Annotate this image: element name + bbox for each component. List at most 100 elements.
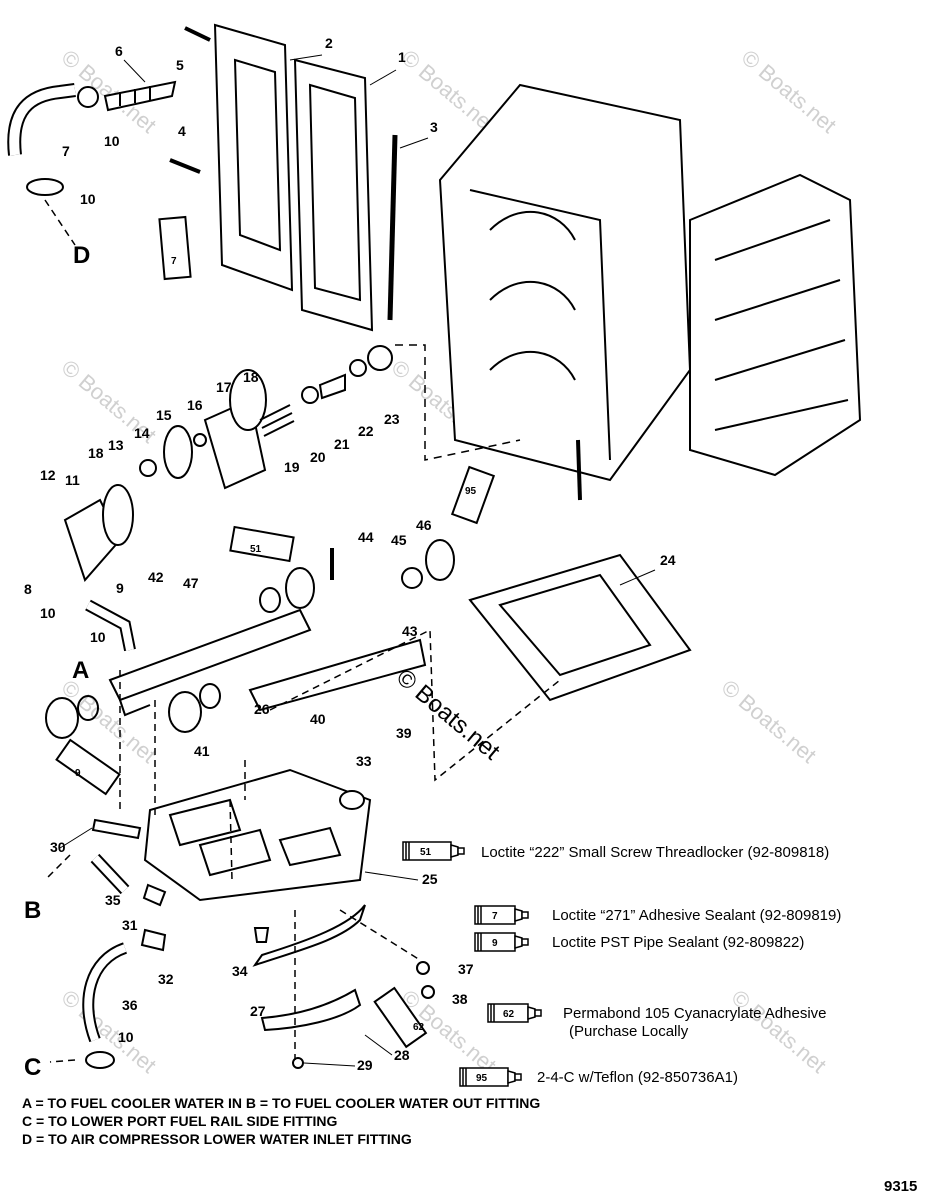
callout-10e: 10 xyxy=(118,1029,134,1045)
callout-3: 3 xyxy=(430,119,438,135)
legend-tube-label: 9 xyxy=(492,938,498,949)
callout-9: 9 xyxy=(116,580,124,596)
watermark: © Boats.net xyxy=(717,675,821,768)
callout-20: 20 xyxy=(310,449,326,465)
callout-35: 35 xyxy=(105,892,121,908)
washer-37 xyxy=(416,961,430,975)
tube-tag-7: 7 xyxy=(171,256,177,267)
callout-10c: 10 xyxy=(40,605,56,621)
tube-tag-95: 95 xyxy=(465,486,477,497)
legend-tube-7 xyxy=(474,905,529,925)
screw-29 xyxy=(292,1057,304,1069)
callout-11: 11 xyxy=(65,472,80,488)
legend-item-62: Permabond 105 Cyanacrylate Adhesive xyxy=(563,1005,827,1022)
callout-5: 5 xyxy=(176,57,184,73)
callout-18: 18 xyxy=(243,369,259,385)
tube-tag-9: 9 xyxy=(75,768,81,779)
bracket-47 xyxy=(108,608,312,702)
letter-b: B xyxy=(24,897,41,924)
tube-tag-51: 51 xyxy=(250,544,262,555)
legend-tube-label: 95 xyxy=(476,1073,488,1084)
legend-item-51: Loctite “222” Small Screw Threadlocker (… xyxy=(481,844,830,861)
engine-block xyxy=(438,83,692,482)
callout-42: 42 xyxy=(148,569,164,585)
letter-c: C xyxy=(24,1054,41,1081)
callout-31: 31 xyxy=(122,917,138,933)
crankcase-cover xyxy=(689,173,862,477)
callout-15: 15 xyxy=(156,407,172,423)
sealant-tube-9 xyxy=(55,738,121,796)
letter-a: A xyxy=(72,657,89,684)
legend-tube-label: 62 xyxy=(503,1009,515,1020)
legend-tube-95 xyxy=(459,1067,522,1087)
seal-strip-3 xyxy=(387,134,398,321)
callout-16: 16 xyxy=(187,397,203,413)
plug-34 xyxy=(253,927,270,943)
sealant-tube-51 xyxy=(229,525,295,563)
mount xyxy=(285,567,315,609)
clamp-10 xyxy=(77,86,99,108)
callout-41: 41 xyxy=(194,743,210,759)
watermark: © Boats.net xyxy=(57,985,161,1078)
callout-39: 39 xyxy=(396,725,412,741)
legend-tube-label: 7 xyxy=(492,911,498,922)
callout-10d: 10 xyxy=(90,629,106,645)
callout-23: 23 xyxy=(384,411,400,427)
callout-13: 13 xyxy=(108,437,124,453)
legend-item-62-note: (Purchase Locally xyxy=(569,1023,689,1040)
fitting-30 xyxy=(91,818,142,840)
callout-7: 7 xyxy=(62,143,70,159)
callout-17: 17 xyxy=(216,379,232,395)
fitting-32 xyxy=(140,928,167,952)
callout-10: 10 xyxy=(104,133,120,149)
connection-letters: D A B C xyxy=(24,242,90,1081)
seal-28 xyxy=(260,988,362,1032)
clamp-10-bottom xyxy=(85,1051,115,1069)
nut-38 xyxy=(421,985,435,999)
callout-8: 8 xyxy=(24,581,32,597)
mount xyxy=(45,697,79,739)
tube-tag-62: 62 xyxy=(413,1022,425,1033)
callout-33: 33 xyxy=(356,753,372,769)
watermark: © Boats.net xyxy=(727,985,831,1078)
callout-25: 25 xyxy=(422,871,438,887)
fitting-6 xyxy=(103,80,177,112)
callout-27: 27 xyxy=(250,1003,266,1019)
tube-tags: 7 51 95 9 62 xyxy=(75,256,477,1033)
callout-47: 47 xyxy=(183,575,199,591)
screw-4 xyxy=(169,158,201,174)
callout-28: 28 xyxy=(394,1047,410,1063)
sealant-tube-95 xyxy=(450,465,496,525)
callout-21: 21 xyxy=(334,436,350,452)
callouts: 1 2 3 4 5 6 7 8 9 10 11 12 13 14 15 16 1… xyxy=(24,35,676,1073)
note-d: D = TO AIR COMPRESSOR LOWER WATER INLET … xyxy=(22,1131,412,1147)
note-a-b: A = TO FUEL COOLER WATER IN B = TO FUEL … xyxy=(22,1095,541,1111)
callout-40: 40 xyxy=(310,711,326,727)
legend-item-95: 2-4-C w/Teflon (92-850736A1) xyxy=(537,1069,738,1086)
legend-item-7: Loctite “271” Adhesive Sealant (92-80981… xyxy=(552,907,842,924)
callout-4: 4 xyxy=(178,123,186,139)
seal-27 xyxy=(252,904,366,967)
legend-tubes xyxy=(402,841,542,1087)
callout-43: 43 xyxy=(402,623,418,639)
callout-6: 6 xyxy=(115,43,123,59)
fitting-31 xyxy=(142,883,167,907)
adaptor-plate-25 xyxy=(143,768,372,902)
callout-24: 24 xyxy=(660,552,676,568)
callout-19: 19 xyxy=(284,459,300,475)
callout-45: 45 xyxy=(391,532,407,548)
screw-5 xyxy=(184,26,211,42)
callout-46: 46 xyxy=(416,517,432,533)
legend-tube-label: 51 xyxy=(420,847,432,858)
watermark-center: © Boats.net xyxy=(391,664,505,766)
plug-33 xyxy=(339,790,365,810)
callout-12: 12 xyxy=(40,467,56,483)
callout-14: 14 xyxy=(134,425,150,441)
legend-tube-62 xyxy=(487,1003,542,1023)
callout-leaders xyxy=(59,54,656,1067)
connection-notes: A = TO FUEL COOLER WATER IN B = TO FUEL … xyxy=(22,1094,540,1148)
callout-2: 2 xyxy=(325,35,333,51)
callout-37: 37 xyxy=(458,961,474,977)
cover-plate-2 xyxy=(213,23,294,292)
